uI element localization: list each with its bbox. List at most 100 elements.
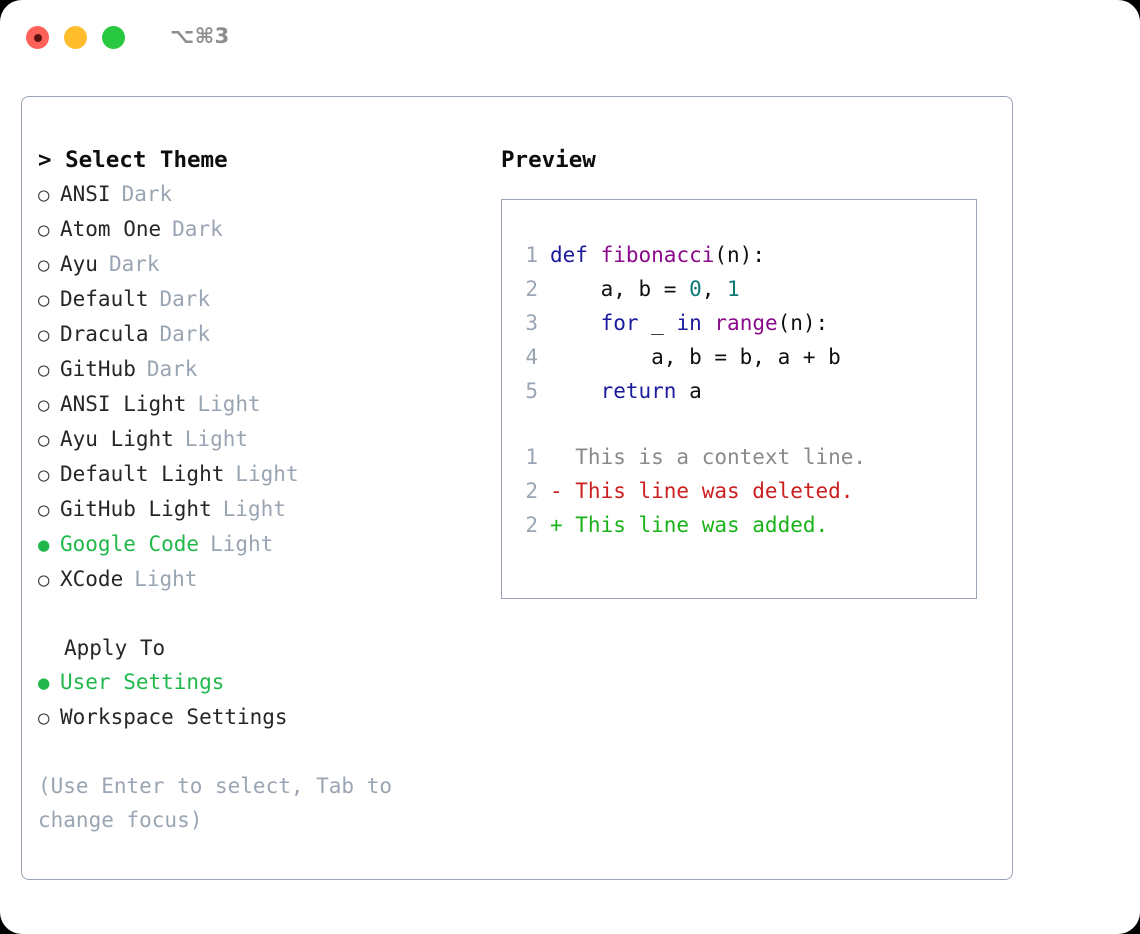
radio-unselected-icon: ○ bbox=[38, 499, 50, 521]
theme-option-tag: Dark bbox=[172, 217, 223, 241]
code-token: 1 bbox=[727, 277, 740, 301]
apply-to-option-label: User Settings bbox=[60, 670, 225, 694]
diff-line: 2 + This line was added. bbox=[512, 508, 866, 542]
theme-option-tag: Light bbox=[210, 532, 274, 556]
code-line-number: 4 bbox=[525, 345, 538, 369]
theme-option-label: Atom One bbox=[60, 217, 162, 241]
close-button[interactable] bbox=[26, 26, 49, 49]
theme-option-label: GitHub Light bbox=[60, 497, 212, 521]
theme-option-tag: Light bbox=[134, 567, 198, 591]
radio-unselected-icon: ○ bbox=[38, 289, 50, 311]
theme-option-label: Ayu Light bbox=[60, 427, 174, 451]
code-token: , bbox=[701, 277, 728, 301]
radio-unselected-icon: ○ bbox=[38, 184, 50, 206]
theme-option-dracula[interactable]: ○ Dracula Dark bbox=[38, 317, 478, 352]
code-token: 0 bbox=[689, 277, 702, 301]
apply-to-option-user-settings[interactable]: ● User Settings bbox=[38, 665, 478, 700]
code-token bbox=[550, 379, 601, 403]
panel-title-preview: Preview bbox=[501, 147, 596, 173]
diff-line-text: + This line was added. bbox=[550, 513, 829, 537]
theme-option-label: Default bbox=[60, 287, 149, 311]
theme-option-label: ANSI bbox=[60, 182, 111, 206]
theme-option-tag: Light bbox=[235, 462, 299, 486]
radio-unselected-icon: ○ bbox=[38, 219, 50, 241]
radio-unselected-icon: ○ bbox=[38, 359, 50, 381]
diff-line-text: This is a context line. bbox=[550, 445, 867, 469]
theme-option-github-light[interactable]: ○ GitHub Light Light bbox=[38, 492, 478, 527]
radio-selected-icon: ● bbox=[38, 672, 50, 694]
code-line-number: 2 bbox=[525, 277, 538, 301]
theme-option-label: ANSI Light bbox=[60, 392, 187, 416]
code-line-number: 3 bbox=[525, 311, 538, 335]
theme-option-label: XCode bbox=[60, 567, 124, 591]
diff-line: 2 - This line was deleted. bbox=[512, 474, 866, 508]
keyboard-hint-text: (Use Enter to select, Tab to change focu… bbox=[38, 774, 405, 832]
radio-unselected-icon: ○ bbox=[38, 429, 50, 451]
theme-option-tag: Light bbox=[184, 427, 249, 451]
theme-option-label: Dracula bbox=[60, 322, 149, 346]
code-token: _ bbox=[638, 311, 677, 335]
theme-option-label: Ayu bbox=[60, 252, 98, 276]
theme-option-ayu[interactable]: ○ Ayu Dark bbox=[38, 247, 478, 282]
code-token: a, b = bbox=[550, 277, 690, 301]
window-shortcut-label: ⌥⌘3 bbox=[170, 24, 230, 48]
theme-option-default[interactable]: ○ Default Dark bbox=[38, 282, 478, 317]
theme-option-tag: Dark bbox=[159, 287, 211, 311]
theme-option-tag: Dark bbox=[108, 252, 160, 276]
code-token: a, b = b, a + b bbox=[550, 345, 841, 369]
code-token: return bbox=[600, 379, 677, 403]
theme-option-tag: Dark bbox=[159, 322, 211, 346]
theme-option-label: Default Light bbox=[60, 462, 225, 486]
code-line: 2 a, b = 0, 1 bbox=[512, 272, 866, 306]
code-token: a bbox=[676, 379, 702, 403]
theme-option-tag: Light bbox=[222, 497, 286, 521]
apply-to-option-workspace-settings[interactable]: ○ Workspace Settings bbox=[38, 700, 478, 735]
code-line: 5 return a bbox=[512, 374, 866, 408]
theme-option-ansi-light[interactable]: ○ ANSI Light Light bbox=[38, 387, 478, 422]
code-line-number: 1 bbox=[525, 243, 538, 267]
diff-line-number: 2 bbox=[525, 513, 538, 537]
section-spacer bbox=[38, 597, 478, 631]
code-token: (n): bbox=[714, 243, 765, 267]
theme-option-atom-one[interactable]: ○ Atom One Dark bbox=[38, 212, 478, 247]
code-token: for bbox=[600, 311, 639, 335]
panel-title-select-theme: > Select Theme bbox=[38, 147, 228, 173]
radio-unselected-icon: ○ bbox=[38, 394, 50, 416]
code-token: fibonacci bbox=[600, 243, 715, 267]
code-line-number: 5 bbox=[525, 379, 538, 403]
code-token: in bbox=[676, 311, 702, 335]
apply-to-option-list[interactable]: ● User Settings ○ Workspace Settings bbox=[38, 665, 478, 735]
diff-line: 1 This is a context line. bbox=[512, 440, 866, 474]
diff-line-number: 2 bbox=[525, 479, 538, 503]
title-bar: ⌥⌘3 bbox=[0, 0, 1140, 78]
code-token: range bbox=[714, 311, 778, 335]
code-line: 3 for _ in range(n): bbox=[512, 306, 866, 340]
theme-option-tag: Light bbox=[197, 392, 261, 416]
code-token bbox=[550, 311, 601, 335]
radio-unselected-icon: ○ bbox=[38, 254, 50, 276]
theme-option-tag: Dark bbox=[146, 357, 198, 381]
radio-unselected-icon: ○ bbox=[38, 324, 50, 346]
diff-preview-block: 1 This is a context line. 2 - This line wa… bbox=[512, 440, 866, 542]
minimize-button[interactable] bbox=[64, 26, 87, 49]
zoom-button[interactable] bbox=[102, 26, 125, 49]
apply-to-option-label: Workspace Settings bbox=[60, 705, 288, 729]
code-token bbox=[588, 243, 601, 267]
radio-unselected-icon: ○ bbox=[38, 707, 50, 729]
diff-line-text: - This line was deleted. bbox=[550, 479, 854, 503]
theme-option-ayu-light[interactable]: ○ Ayu Light Light bbox=[38, 422, 478, 457]
